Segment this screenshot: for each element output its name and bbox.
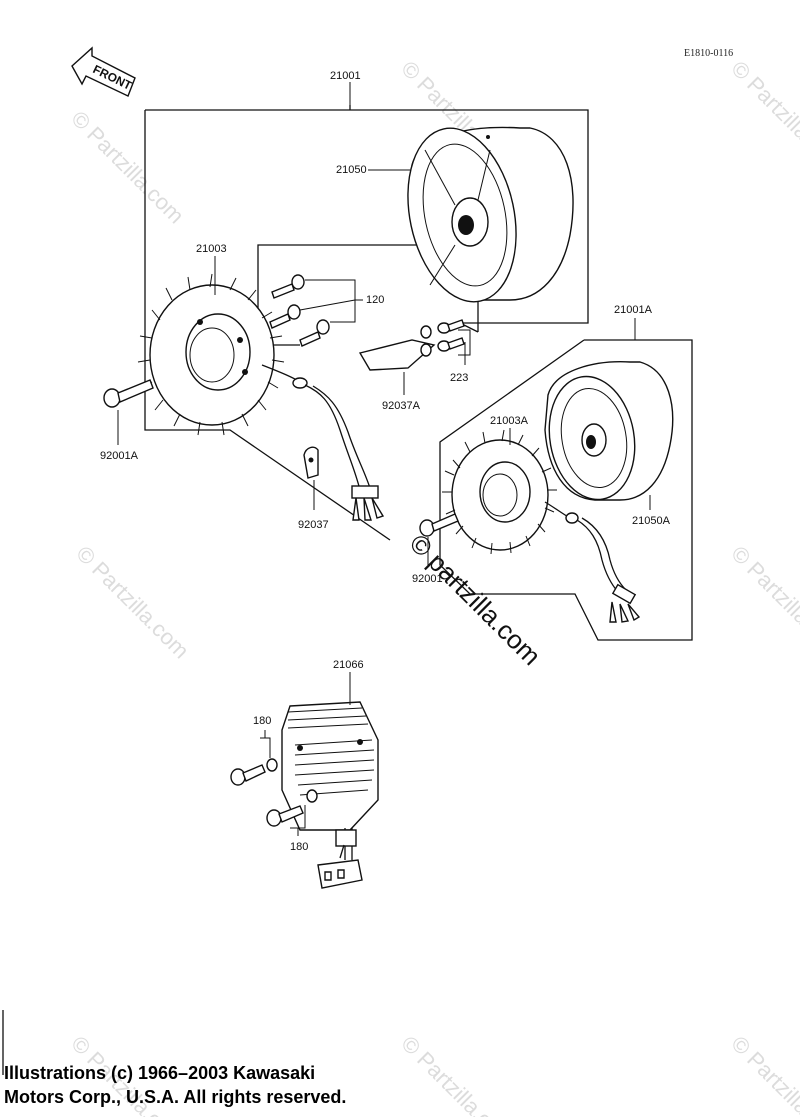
watermark-3: © Partzilla.com [66,106,189,229]
copyright-line-1: Illustrations (c) 1966–2003 Kawasaki [4,1063,316,1083]
bolt-120-b [269,304,301,329]
bolt-180-bottom [266,789,318,827]
label-92037: 92037 [298,519,329,531]
label-21003A: 21003A [490,415,529,427]
bolt-92001 [419,513,459,537]
label-21003: 21003 [196,243,227,255]
bracket-92037a [358,339,436,371]
label-21001: 21001 [330,70,361,82]
clamp-92037 [303,446,319,479]
label-21066: 21066 [333,659,364,671]
wire-harness-21003 [304,384,385,521]
wire-harness-21003a [576,517,641,623]
regulator-21066 [281,701,379,860]
label-21050: 21050 [336,164,367,176]
center-watermark: © partzilla.com [404,528,547,671]
watermark-8: © Partzilla.com [726,1031,800,1117]
label-120: 120 [366,294,384,306]
label-180-bottom: 180 [290,841,308,853]
stator-21003 [137,273,308,436]
label-21001A: 21001A [614,304,653,316]
bolt-92001a [103,379,154,408]
watermark-5: © Partzilla.com [726,541,800,664]
stator-21003a [442,429,579,555]
label-180-top: 180 [253,715,271,727]
label-223: 223 [450,372,468,384]
label-92037A: 92037A [382,400,421,412]
label-92001A: 92001A [100,450,139,462]
watermark-7: © Partzilla.com [396,1031,519,1117]
bolt-180-top [230,758,278,786]
bolt-120-a [271,274,305,299]
bolts-120 [269,274,330,347]
copyright-line-2: Motors Corp., U.S.A. All rights reserved… [4,1087,347,1107]
regulator-connector [317,844,363,889]
watermark-2: © Partzilla.com [726,56,800,179]
flywheel-21050a [544,361,674,501]
watermark-4: © Partzilla.com [71,541,194,664]
label-21050A: 21050A [632,515,671,527]
washers-223 [420,319,465,357]
label-92001: 92001 [412,573,443,585]
bolt-120-c [299,319,330,347]
assembly-21001a-outline [439,339,693,641]
diagram-code: E1810-0116 [684,48,733,59]
flywheel-21050 [407,126,574,303]
front-arrow-icon: FRONT [71,46,136,97]
